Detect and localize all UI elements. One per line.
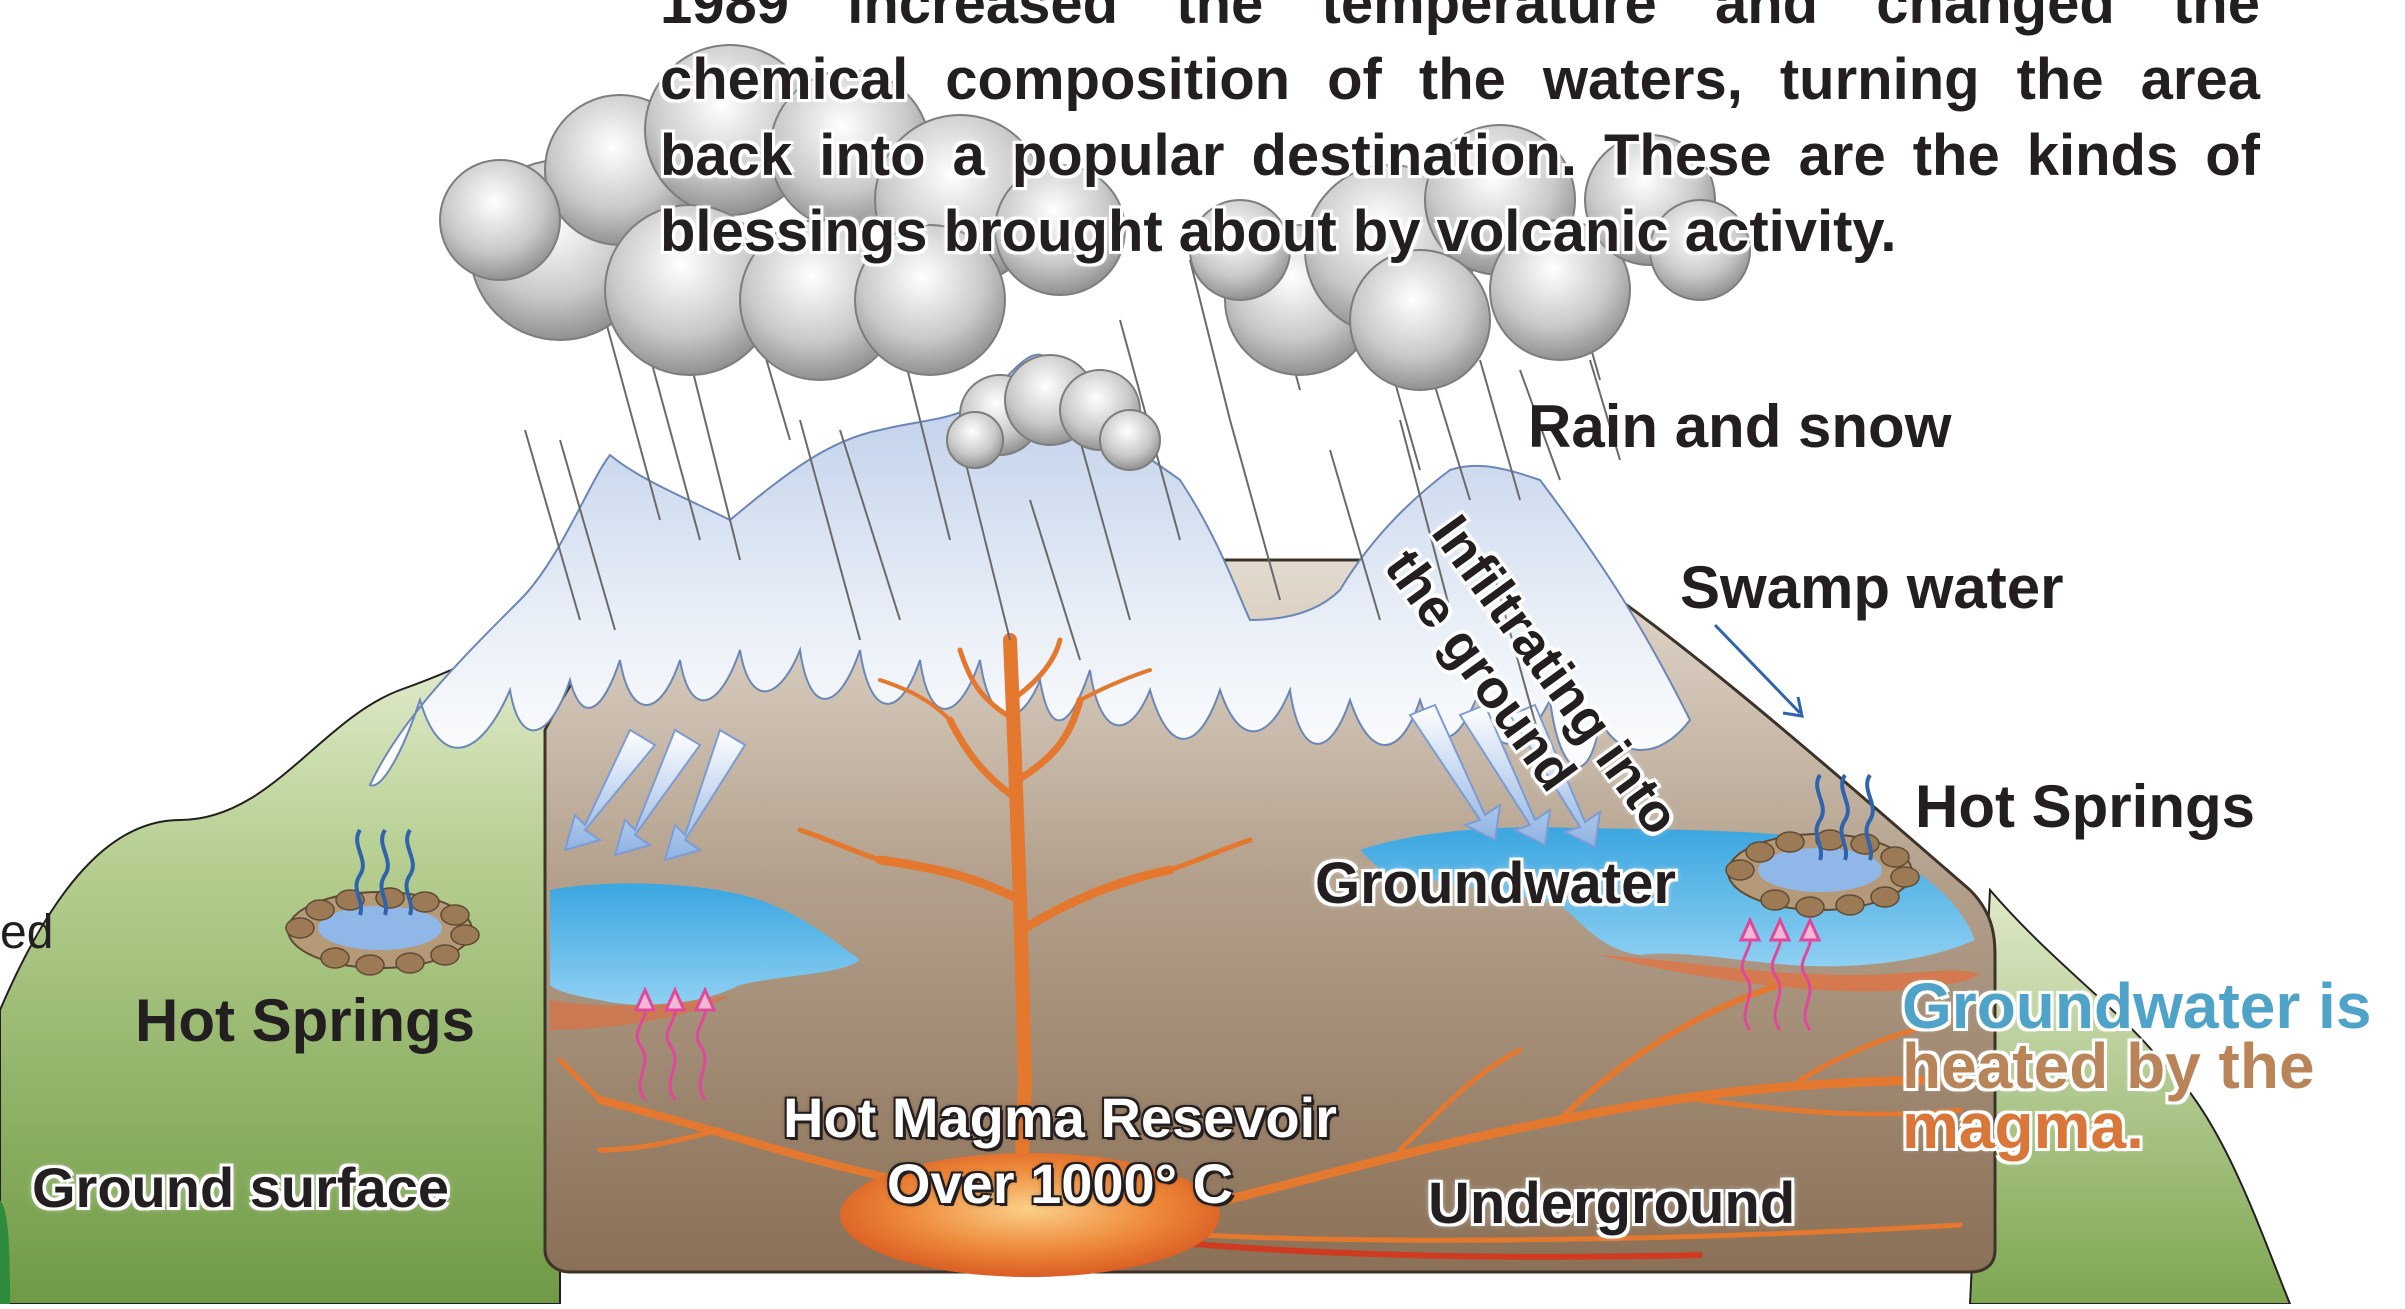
label-underground: Underground [1427, 1170, 1796, 1237]
label-magma-line1: Hot Magma Resevoir [783, 1086, 1337, 1149]
steam-left [354, 828, 415, 916]
magma-glow-left [550, 995, 730, 1030]
rain-streaks [524, 239, 1621, 741]
infiltration-arrows-left [563, 728, 747, 862]
magma-glow-right [1600, 955, 1980, 992]
label-hot-springs-right: Hot Springs [1914, 772, 2256, 841]
magma-reservoir [840, 1153, 1220, 1277]
label-swamp-water: Swamp water [1679, 553, 2064, 622]
intro-paragraph: 1989 increased the temperature and chang… [659, 0, 2261, 270]
magma-veins [557, 633, 1965, 1260]
label-heated-line3: magma. [1902, 1090, 2144, 1162]
groundwater-lake-left [550, 883, 860, 1005]
hot-spring-right [1725, 773, 1920, 918]
paragraph-line: blessings brought about by volcanic acti… [659, 198, 1898, 265]
paragraph-line: back into a popular destination. These a… [659, 122, 2261, 189]
label-ground-surface: Ground surface [31, 1155, 450, 1220]
label-magma-line2: Over 1000° C [886, 1152, 1234, 1215]
label-heated-line1: Groundwater is [1902, 970, 2372, 1042]
hot-spring-left [285, 828, 480, 976]
label-hot-springs-left: Hot Springs [135, 987, 475, 1054]
heat-arrows-right [1738, 916, 1822, 1031]
steam-right [1814, 773, 1875, 861]
label-rain-and-snow: Rain and snow [1528, 393, 1952, 460]
swamp-water-arrow [1713, 623, 1804, 718]
label-cut-fragment: ed [0, 906, 54, 959]
cloud-right [1189, 124, 1751, 391]
cloud-left [439, 44, 1126, 381]
label-heated-groundwater: Groundwater is heated by the magma. [1902, 970, 2372, 1162]
label-heated-line2: heated by the [1902, 1030, 2315, 1102]
paragraph-line: 1989 increased the temperature and chang… [659, 0, 2261, 37]
heat-arrows-left [633, 986, 717, 1101]
left-edge-strip [0, 1200, 10, 1304]
snow-cap [368, 353, 1692, 787]
paragraph-line: chemical composition of the waters, turn… [659, 46, 2261, 113]
infiltration-arrows-right [1408, 703, 1602, 849]
right-green-hill [1968, 887, 2292, 1305]
label-groundwater: Groundwater [1314, 850, 1677, 917]
cloud-small [946, 354, 1161, 471]
label-magma: Hot Magma Resevoir Over 1000° C [730, 1085, 1390, 1217]
